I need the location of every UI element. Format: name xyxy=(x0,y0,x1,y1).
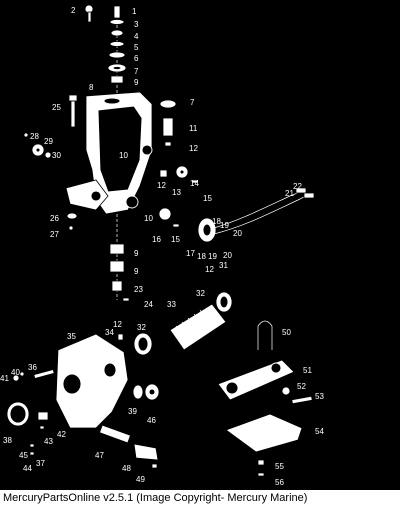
callout-c19b: 19 xyxy=(208,252,217,261)
callout-c9c: 9 xyxy=(134,267,139,276)
callout-c32a: 32 xyxy=(196,289,205,298)
fasteners-55-56 xyxy=(257,459,265,477)
callout-c39: 39 xyxy=(128,407,137,416)
callout-c17: 17 xyxy=(186,249,195,258)
callout-c15b: 15 xyxy=(171,235,180,244)
callout-c35: 35 xyxy=(67,332,76,341)
callout-c23: 23 xyxy=(134,285,143,294)
callout-c30: 30 xyxy=(52,151,61,160)
callout-c54: 54 xyxy=(315,427,324,436)
callout-c27: 27 xyxy=(50,230,59,239)
bushing-part-29 xyxy=(31,143,45,157)
callout-c12c: 12 xyxy=(205,265,214,274)
callout-c24: 24 xyxy=(144,300,153,309)
callout-c40: 40 xyxy=(11,368,20,377)
gimbal-ring-part-8 xyxy=(65,91,153,215)
callout-c29: 29 xyxy=(44,137,53,146)
callout-c55: 55 xyxy=(275,462,284,471)
callout-c49: 49 xyxy=(136,475,145,484)
trim-sender-parts xyxy=(159,165,199,184)
callout-c3: 3 xyxy=(134,20,139,29)
pin-part-47 xyxy=(99,424,131,444)
callout-c21: 21 xyxy=(285,189,294,198)
callout-c8: 8 xyxy=(89,83,94,92)
stud-part-1 xyxy=(113,5,121,19)
callout-c50: 50 xyxy=(282,328,291,337)
pivot-parts-right xyxy=(159,99,177,147)
bell-housing-part-35 xyxy=(55,333,129,429)
plate-part-54 xyxy=(225,413,303,453)
callout-c53: 53 xyxy=(315,392,324,401)
trim-cylinder-part-51 xyxy=(217,359,295,401)
callout-c11: 11 xyxy=(189,124,198,133)
washer-stack xyxy=(107,19,127,84)
trim-fasteners xyxy=(281,386,313,405)
callout-c42: 42 xyxy=(57,430,66,439)
callout-c6: 6 xyxy=(134,54,139,63)
exhaust-bellows-part-33 xyxy=(133,291,233,356)
callout-c13: 13 xyxy=(172,188,181,197)
callout-c7b: 7 xyxy=(190,98,195,107)
callout-c12b: 12 xyxy=(157,181,166,190)
callout-c26: 26 xyxy=(50,214,59,223)
bolt-part-25 xyxy=(68,94,78,128)
callout-c37: 37 xyxy=(36,459,45,468)
screw-part-28 xyxy=(23,132,29,138)
callout-c18b: 18 xyxy=(197,252,206,261)
bushing-parts-26-27 xyxy=(66,212,78,231)
callout-c52: 52 xyxy=(297,382,306,391)
callout-c34: 34 xyxy=(105,328,114,337)
copyright-caption: MercuryPartsOnline v2.5.1 (Image Copyrig… xyxy=(0,490,400,506)
callout-c45: 45 xyxy=(19,451,28,460)
callout-c18a: 18 xyxy=(212,217,221,226)
lower-sender-parts xyxy=(158,207,180,228)
callout-c31: 31 xyxy=(219,261,228,270)
eye-bolt-part-2 xyxy=(84,4,94,23)
callout-c56: 56 xyxy=(275,478,284,487)
callout-c14: 14 xyxy=(190,179,199,188)
callout-c22: 22 xyxy=(293,182,302,191)
callout-c43: 43 xyxy=(44,437,53,446)
callout-c12d: 12 xyxy=(113,320,122,329)
exploded-parts-diagram: 2134567987251128291230101213141522211026… xyxy=(0,4,324,487)
bracket-part-48 xyxy=(133,443,159,469)
callout-c20b: 20 xyxy=(223,251,232,260)
callout-c10a: 10 xyxy=(119,151,128,160)
callout-c47: 47 xyxy=(95,451,104,460)
callout-c5: 5 xyxy=(134,43,139,52)
callout-c12a: 12 xyxy=(189,144,198,153)
callout-c16: 16 xyxy=(152,235,161,244)
callout-c32b: 32 xyxy=(137,323,146,332)
trim-sender-harness xyxy=(197,187,315,243)
callout-c10b: 10 xyxy=(144,214,153,223)
housing-fasteners xyxy=(6,368,55,456)
callout-c33: 33 xyxy=(167,300,176,309)
u-bolt-part-50 xyxy=(257,320,273,350)
callout-c51: 51 xyxy=(303,366,312,375)
callout-c2a: 2 xyxy=(71,6,76,15)
washer-part-30 xyxy=(44,151,52,159)
callout-c15a: 15 xyxy=(203,194,212,203)
seals-39-46 xyxy=(132,383,160,401)
callout-c48: 48 xyxy=(122,464,131,473)
callout-c28: 28 xyxy=(30,132,39,141)
callout-c4: 4 xyxy=(134,32,139,41)
callout-c38: 38 xyxy=(3,436,12,445)
callout-c41: 41 xyxy=(0,374,9,383)
lower-stack xyxy=(109,243,130,302)
callout-c20a: 20 xyxy=(233,229,242,238)
callout-c9a: 9 xyxy=(134,78,139,87)
callout-c19a: 19 xyxy=(220,221,229,230)
callout-c9b: 9 xyxy=(134,249,139,258)
callout-c46: 46 xyxy=(147,416,156,425)
callout-c25: 25 xyxy=(52,103,61,112)
callout-c44: 44 xyxy=(23,464,32,473)
callout-c1: 1 xyxy=(132,7,137,16)
callout-c36: 36 xyxy=(28,363,37,372)
callout-c7a: 7 xyxy=(134,67,139,76)
